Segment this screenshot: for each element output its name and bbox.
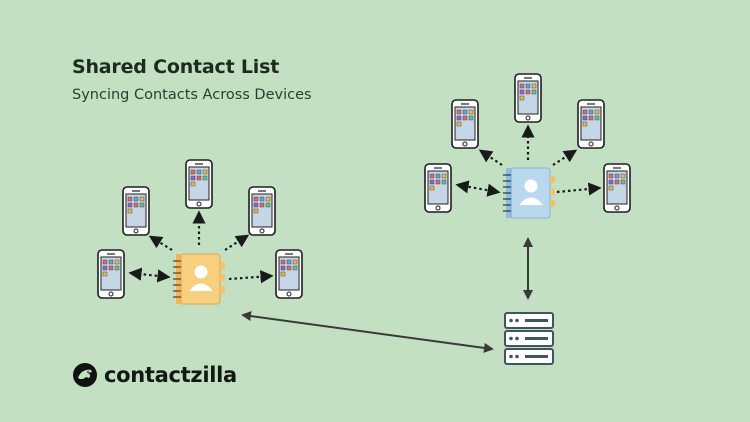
left-phone-icon-3 — [185, 159, 213, 209]
right-phone-icon-1 — [424, 163, 452, 213]
brand-name: contactzilla — [104, 363, 237, 387]
left-phone-icon-1 — [97, 249, 125, 299]
left-phone-icon-4 — [248, 186, 276, 236]
right-phone-icon-4 — [577, 99, 605, 149]
left-phone-icon-2 — [122, 186, 150, 236]
server-sync-links — [241, 237, 533, 353]
right-phone-icon-5 — [603, 163, 631, 213]
page-subtitle: Syncing Contacts Across Devices — [72, 87, 312, 103]
brand-logo: contactzilla — [72, 362, 237, 388]
left-phone-icon-5 — [275, 249, 303, 299]
right-phone-icon-3 — [514, 73, 542, 123]
right-sync-arrows — [455, 124, 602, 197]
right-address-book-icon — [502, 167, 556, 219]
right-phone-icon-2 — [451, 99, 479, 149]
server-rack-icon — [504, 312, 554, 365]
left-sync-arrows — [128, 210, 274, 284]
left-address-book-icon — [172, 253, 226, 305]
dinosaur-logo-icon — [73, 363, 97, 387]
page-title: Shared Contact List — [72, 56, 280, 78]
